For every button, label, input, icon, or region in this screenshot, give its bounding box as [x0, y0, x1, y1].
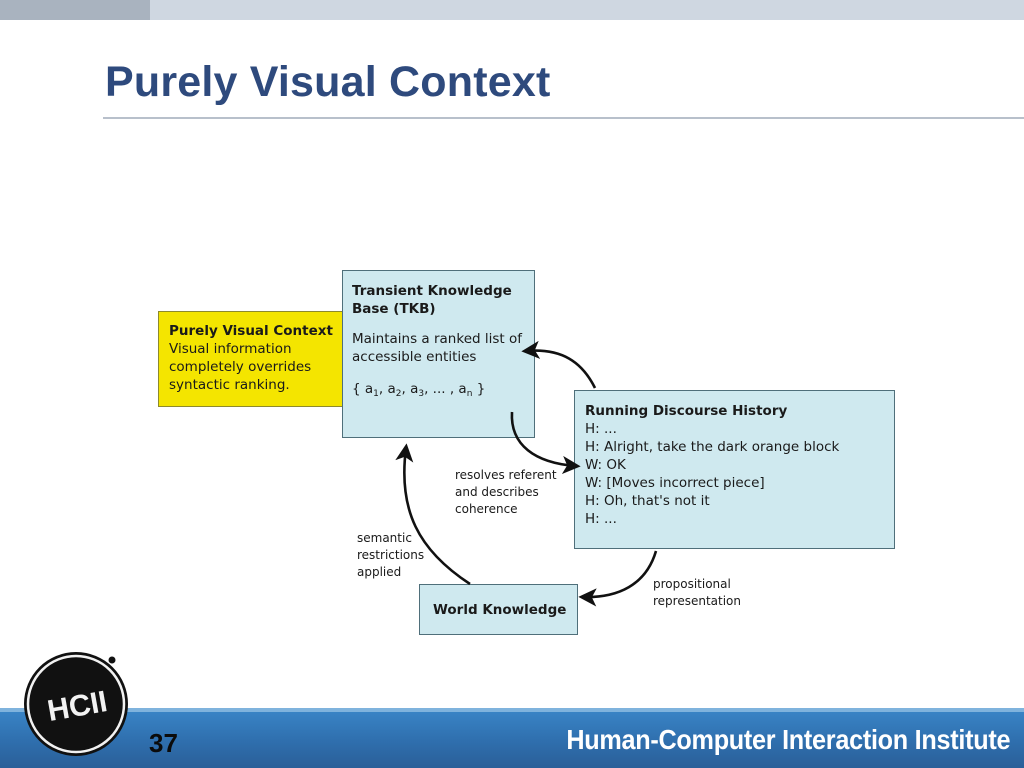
running-discourse-history-box: Running Discourse History H: ... H: Alri…: [574, 390, 895, 549]
label-resolves-referent: resolves referent and describes coherenc…: [455, 468, 557, 516]
label-propositional-representation: propositional representation: [653, 577, 742, 608]
arrow-tkb-to-rdh: [510, 411, 581, 475]
institute-name: Human-Computer Interaction Institute: [566, 724, 1010, 755]
arrow-rdh-to-tkb: [521, 340, 597, 389]
history-line: H: ...: [585, 421, 617, 437]
purely-visual-context-box: Purely Visual Context Visual information…: [158, 311, 348, 407]
history-line: H: Oh, that's not it: [585, 493, 710, 509]
entity-list: { a1, a2, a3, ... , an }: [352, 381, 486, 399]
footer-band: [0, 708, 1024, 768]
history-line: W: OK: [585, 457, 626, 473]
tkb-heading-line2: Base (TKB): [352, 301, 436, 317]
label-semantic-restrictions: semantic restrictions applied: [357, 531, 425, 579]
arrow-wk-to-tkb: [395, 443, 471, 586]
rdh-heading: Running Discourse History: [585, 403, 788, 419]
pvc-line: Visual information: [169, 341, 292, 357]
history-line: W: [Moves incorrect piece]: [585, 475, 765, 491]
tkb-desc-line2: accessible entities: [352, 349, 477, 365]
page-number: 37: [149, 728, 178, 758]
transient-knowledge-base-box: Transient Knowledge Base (TKB) Maintains…: [342, 270, 535, 438]
hcii-logo: HCII: [24, 652, 128, 756]
pvc-heading: Purely Visual Context: [169, 323, 333, 339]
tkb-heading-line1: Transient Knowledge: [352, 283, 512, 299]
history-line: H: Alright, take the dark orange block: [585, 439, 840, 455]
pvc-line: syntactic ranking.: [169, 377, 290, 393]
title-divider: [103, 117, 1024, 119]
arrow-rdh-to-wk: [578, 550, 658, 607]
history-line: H: ...: [585, 511, 617, 527]
world-knowledge-box: World Knowledge: [419, 584, 578, 635]
top-decorative-band: [0, 0, 1024, 20]
slide-title: Purely Visual Context: [105, 58, 551, 106]
tkb-desc-line1: Maintains a ranked list of: [352, 331, 523, 347]
wk-label: World Knowledge: [433, 602, 567, 618]
pvc-line: completely overrides: [169, 359, 312, 375]
